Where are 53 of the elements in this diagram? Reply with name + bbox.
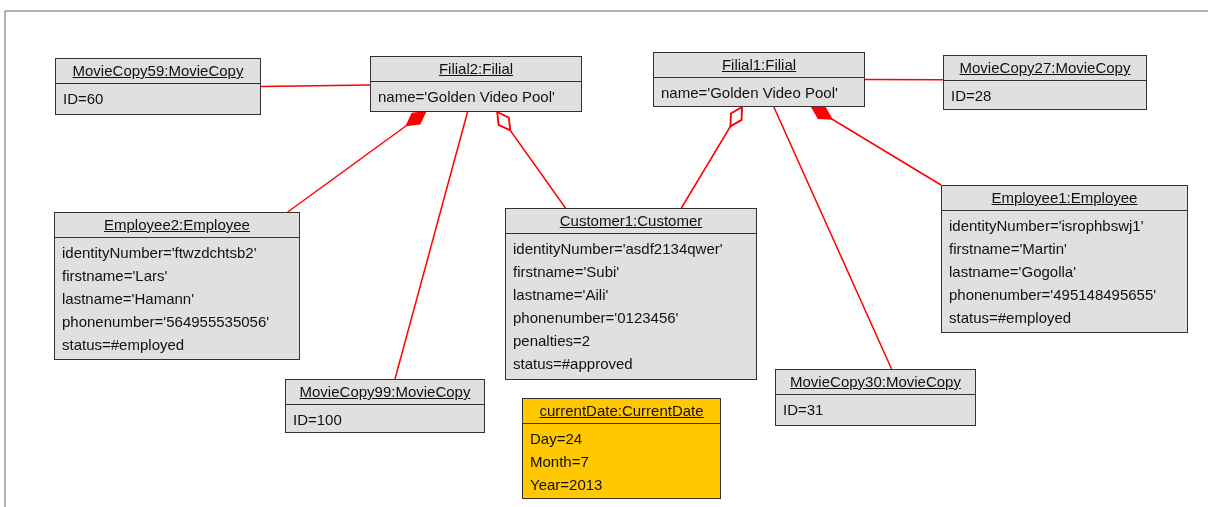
- attribute-value: status=#employed: [949, 308, 1073, 328]
- object-box: [54, 212, 300, 360]
- association-line: [286, 111, 427, 213]
- object-name: MovieCopy30:MovieCopy: [776, 370, 975, 395]
- attribute-value: name='Golden Video Pool': [661, 83, 839, 103]
- attribute-value: lastname='Hamann': [62, 289, 196, 309]
- object-name: Employee2:Employee: [55, 213, 299, 238]
- attribute-value: ID=60: [63, 89, 105, 109]
- association-line: [680, 106, 743, 209]
- attribute-value: identityNumber='asdf2134qwer': [513, 239, 724, 259]
- association-line: [811, 106, 942, 186]
- attribute-value: ID=100: [293, 410, 343, 430]
- object-name: Filial2:Filial: [371, 57, 581, 82]
- link-line: [394, 111, 469, 380]
- object-box: [653, 52, 865, 107]
- attribute-value: phonenumber='495148495655': [949, 285, 1158, 305]
- object-box: [370, 56, 582, 112]
- object-box: [522, 398, 721, 499]
- link-line: [773, 106, 893, 370]
- attribute-value: identityNumber='isrophbswj1': [949, 216, 1145, 236]
- link-line: [260, 84, 371, 88]
- object-name: Employee1:Employee: [942, 186, 1187, 211]
- object-name: Filial1:Filial: [654, 53, 864, 78]
- attribute-value: identityNumber='ftwzdchtsb2': [62, 243, 258, 263]
- object-box: [55, 58, 261, 115]
- association-line: [496, 111, 567, 209]
- object-name: Customer1:Customer: [506, 209, 756, 234]
- object-box: [505, 208, 757, 380]
- attribute-value: firstname='Martin': [949, 239, 1068, 259]
- attribute-value: status=#employed: [62, 335, 186, 355]
- attribute-value: lastname='Gogolla': [949, 262, 1078, 282]
- attribute-value: firstname='Subi': [513, 262, 621, 282]
- object-name: currentDate:CurrentDate: [523, 399, 720, 424]
- attribute-value: ID=31: [783, 400, 825, 420]
- attribute-value: Month=7: [530, 452, 590, 472]
- attribute-value: Year=2013: [530, 475, 604, 495]
- attribute-value: penalties=2: [513, 331, 592, 351]
- attribute-value: phonenumber='564955535056': [62, 312, 271, 332]
- object-box: [943, 55, 1147, 110]
- object-name: MovieCopy59:MovieCopy: [56, 59, 260, 84]
- object-box: [285, 379, 485, 433]
- link-line: [864, 78, 944, 81]
- object-name: MovieCopy99:MovieCopy: [286, 380, 484, 405]
- object-box: [941, 185, 1188, 333]
- object-name: MovieCopy27:MovieCopy: [944, 56, 1146, 81]
- object-box: [775, 369, 976, 426]
- attribute-value: status=#approved: [513, 354, 634, 374]
- attribute-value: name='Golden Video Pool': [378, 87, 556, 107]
- attribute-value: ID=28: [951, 86, 993, 106]
- attribute-value: firstname='Lars': [62, 266, 169, 286]
- attribute-value: Day=24: [530, 429, 584, 449]
- attribute-value: phonenumber='0123456': [513, 308, 680, 328]
- attribute-value: lastname='Aili': [513, 285, 610, 305]
